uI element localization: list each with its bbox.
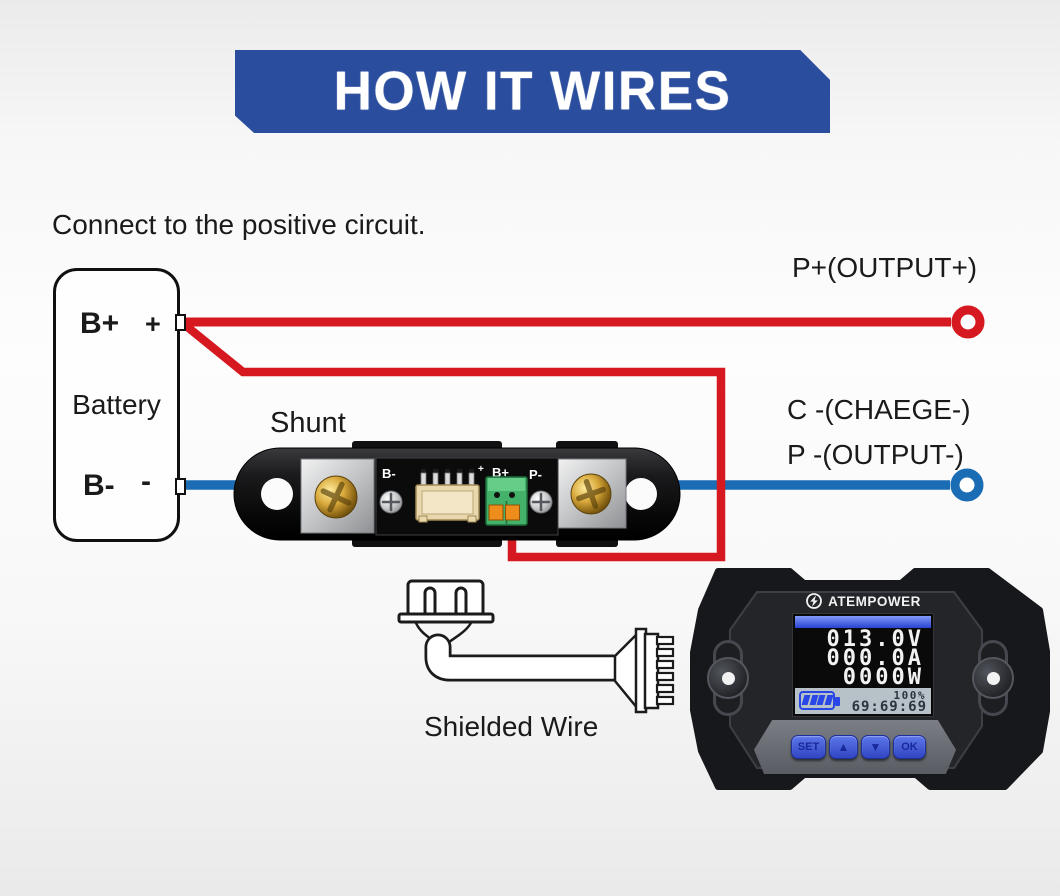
brass-screw-cross (576, 479, 606, 509)
jst-connector-foot (467, 515, 477, 523)
up-button: ▲ (829, 735, 858, 759)
connector-teeth (655, 635, 675, 706)
wire-curve (446, 622, 473, 645)
shunt-label: Shunt (270, 407, 346, 439)
cable-taper (613, 631, 640, 711)
pcb-p-minus-label: P- (529, 467, 542, 482)
set-button: SET (791, 735, 826, 759)
pcb-plus-mark: + (478, 464, 484, 475)
lcd-current: 000.0A (826, 646, 924, 671)
shunt-right-mount-hole (625, 478, 657, 510)
brand-logo: ATEMPOWER (793, 591, 933, 611)
output-positive-label: P+(OUTPUT+) (792, 252, 978, 283)
battery-negative-sign: - (141, 465, 151, 498)
brand-logo-icon (806, 593, 823, 609)
plug-flange (397, 612, 495, 624)
ok-button: OK (893, 735, 926, 759)
positive-charge-wire (182, 321, 726, 562)
lcd-time: 69:69:69 (851, 699, 927, 715)
lcd-battery-percent: 100% (893, 689, 926, 702)
lcd-voltage: 013.0V (826, 627, 924, 652)
battery-monitor-device: ATEMPOWER 013.0V 000.0A 0000W 100% 69:69… (688, 568, 1052, 790)
shielded-wire-drawing (397, 579, 675, 714)
cable-fill (427, 636, 624, 679)
banner-title: HOW IT WIRES (333, 60, 732, 123)
battery-negative-tab (175, 478, 186, 495)
charge-negative-label: C -(CHAEGE-) (787, 394, 971, 425)
positive-ring-terminal (951, 305, 985, 339)
battery-gauge-nub (835, 697, 840, 706)
brass-screw-cross (320, 481, 352, 513)
banner-ribbon: HOW IT WIRES (235, 50, 830, 133)
lcd-status-bar: 100% 69:69:69 (795, 688, 931, 715)
shunt-left-mount-hole (261, 478, 293, 510)
battery-positive-tab (175, 314, 186, 331)
output-negative-label: P -(OUTPUT-) (787, 439, 964, 470)
negative-ring-terminal (950, 468, 984, 502)
green-terminal-block (485, 476, 528, 526)
pcb-screw-cross (381, 492, 401, 512)
down-button: ▼ (861, 735, 890, 759)
battery-gauge-icon (799, 691, 840, 710)
lcd-screen: 013.0V 000.0A 0000W 100% 69:69:69 (792, 613, 934, 717)
monitor-button-row: SET ▲ ▼ OK (791, 735, 926, 759)
battery-name: Battery (72, 389, 161, 420)
battery-positive-sign: + (145, 309, 161, 339)
pcb-b-minus-label: B- (382, 466, 396, 481)
right-screw-hole (986, 671, 1000, 685)
battery-box: B+ + Battery B- - (53, 268, 180, 542)
lcd-power: 0000W (842, 665, 924, 690)
instruction-text: Connect to the positive circuit. (52, 209, 426, 240)
shielded-wire-label: Shielded Wire (424, 711, 599, 742)
shunt-graphic: B- + B+ P- (233, 441, 681, 547)
lcd-title-bar (795, 616, 931, 628)
plug-body (406, 579, 485, 618)
connector-spine (643, 632, 660, 710)
pcb-screw-cross (531, 492, 551, 512)
battery-negative-label: B- (83, 469, 115, 502)
battery-positive-label: B+ (80, 307, 120, 340)
left-screw-hole (721, 671, 735, 685)
jst-connector-foot (418, 515, 428, 523)
jst-connector-pins (420, 469, 475, 487)
brand-name: ATEMPOWER (828, 593, 921, 609)
jst-connector-face (421, 490, 474, 515)
